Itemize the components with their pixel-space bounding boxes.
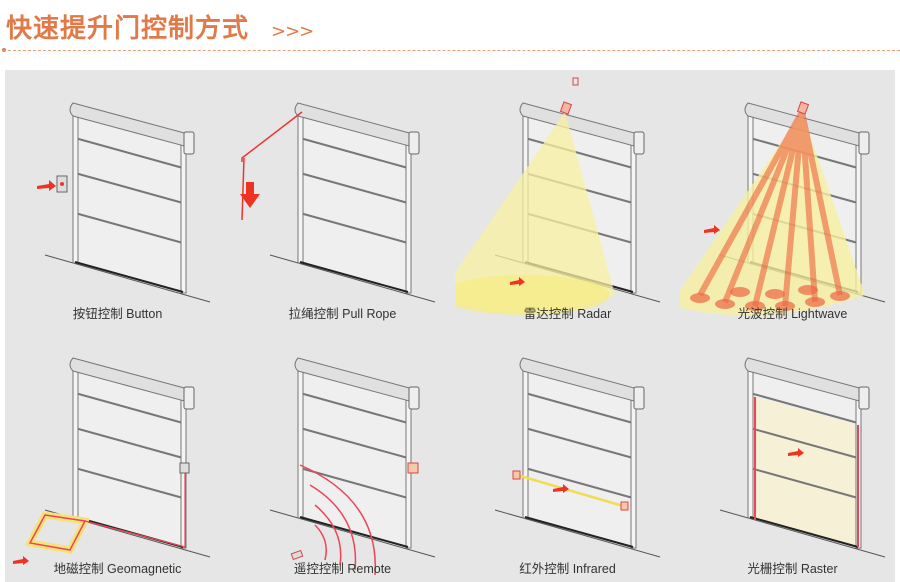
motor-icon (408, 131, 420, 155)
left-guide-rail (522, 364, 529, 519)
infrared-illustration (494, 357, 661, 558)
motor-icon (633, 131, 645, 155)
left-guide-rail (72, 109, 79, 264)
method-label: 遥控控制 Remote (293, 562, 392, 576)
light-beams (697, 110, 843, 307)
left-guide-rail (747, 364, 754, 519)
motor-icon (633, 386, 645, 410)
controller-box (179, 462, 190, 474)
right-guide-rail (405, 139, 412, 294)
red-arrow-icon (788, 448, 804, 457)
roller-door (719, 357, 886, 558)
signal-waves (299, 464, 377, 576)
pull-rope-illustration (240, 102, 436, 303)
door-slats (524, 392, 634, 499)
radar-beam (455, 112, 615, 313)
chevrons-decoration: >>> (271, 21, 314, 42)
method-label: 拉绳控制 Pull Rope (288, 307, 397, 321)
page-title: 快速提升门控制方式 (6, 14, 250, 44)
method-label: 雷达控制 Radar (523, 307, 612, 321)
door-slats (74, 392, 184, 499)
right-guide-rail (630, 139, 637, 294)
method-raster: 光栅控制 Raster (680, 325, 900, 581)
red-arrow-icon (704, 225, 720, 234)
right-guide-rail (180, 139, 187, 294)
door-slats (299, 392, 409, 499)
header-divider (3, 50, 900, 51)
loop-wire (84, 470, 186, 548)
motor-icon (408, 386, 420, 410)
method-label: 地磁控制 Geomagnetic (53, 562, 182, 576)
header: 快速提升门控制方式 >>> (6, 8, 314, 45)
control-methods-panel: 按钮控制 Button 拉绳控制 Pull Rope 雷达控制 Radar (5, 70, 895, 582)
method-infrared: 红外控制 Infrared (455, 325, 680, 581)
radar-sensor-icon (559, 101, 573, 115)
button-illustration (37, 102, 211, 303)
remote-control-icon (290, 549, 304, 561)
roller-door (269, 357, 436, 558)
down-arrow-icon (240, 182, 260, 208)
red-arrow-icon (13, 556, 29, 565)
method-remote: 遥控控制 Remote (230, 325, 455, 581)
light-sensor-icon (796, 101, 810, 115)
red-arrow-icon (553, 484, 569, 493)
method-label: 光波控制 Lightwave (737, 307, 848, 321)
method-geomagnetic: 地磁控制 Geomagnetic (5, 325, 230, 581)
left-guide-rail (297, 109, 304, 264)
receiver-box (407, 462, 419, 474)
geomagnetic-illustration (13, 357, 211, 565)
infrared-emitter (512, 470, 521, 480)
remote-illustration (269, 357, 436, 576)
motor-icon (183, 386, 195, 410)
light-spots (690, 285, 850, 311)
method-pull-rope: 拉绳控制 Pull Rope (230, 70, 455, 326)
red-arrow-icon (37, 180, 56, 191)
left-guide-rail (72, 364, 79, 519)
roller-door (494, 357, 661, 558)
roller-door (269, 102, 436, 303)
door-slats (299, 137, 409, 244)
method-radar: 雷达控制 Radar (455, 70, 680, 326)
right-guide-rail (855, 139, 862, 294)
roller-door (44, 102, 211, 303)
right-guide-rail (630, 394, 637, 549)
method-button: 按钮控制 Button (5, 70, 230, 326)
method-label: 按钮控制 Button (72, 307, 163, 321)
raster-illustration (719, 357, 886, 558)
motor-icon (858, 386, 870, 410)
red-arrow-icon (510, 277, 525, 286)
left-guide-rail (297, 364, 304, 519)
light-field (680, 112, 865, 316)
door-slats (74, 137, 184, 244)
method-label: 红外控制 Infrared (519, 562, 616, 576)
motor-icon (183, 131, 195, 155)
lightwave-illustration (680, 101, 886, 316)
door-slats (749, 392, 859, 499)
motor-icon (858, 131, 870, 155)
pull-rope (241, 111, 303, 221)
infrared-receiver (620, 501, 629, 511)
infrared-beam (516, 473, 624, 508)
radar-illustration (455, 77, 661, 315)
method-lightwave: 光波控制 Lightwave (680, 70, 900, 326)
method-label: 光栅控制 Raster (747, 562, 838, 576)
sensor-detail-icon (572, 77, 579, 86)
